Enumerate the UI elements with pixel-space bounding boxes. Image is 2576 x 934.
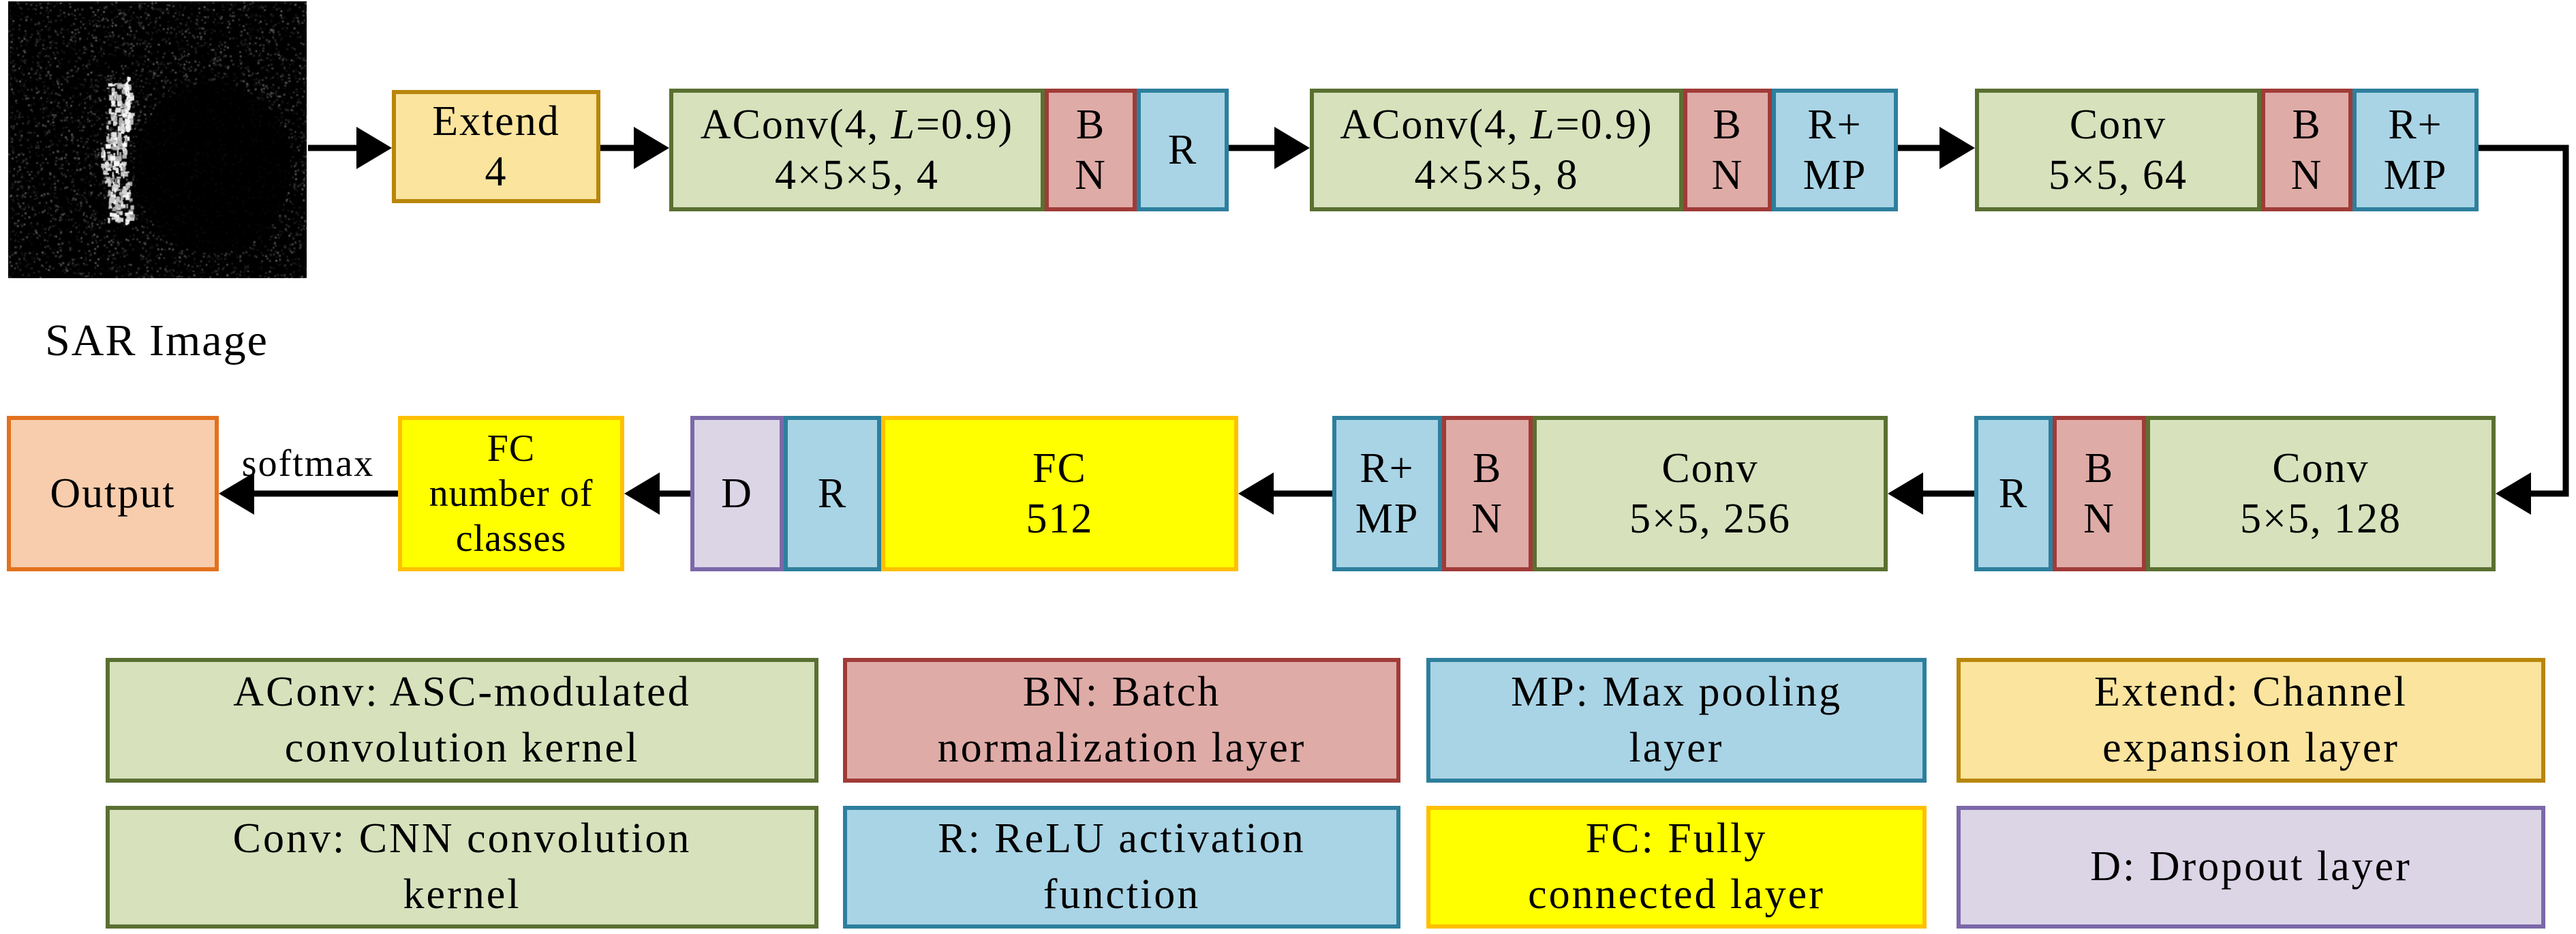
- fc-classes-line2: number of: [429, 472, 594, 515]
- legend-conv: Conv: CNN convolution kernel: [106, 806, 818, 929]
- aconv2-block: AConv(4, L=0.9) 4×5×5, 8: [1310, 89, 1683, 211]
- bn5-line2: N: [1471, 496, 1503, 542]
- legend-conv-line1: Conv: CNN convolution: [232, 815, 692, 862]
- relu-maxpool-block-3: R+ MP: [1332, 416, 1442, 571]
- bn3-line1: B: [2292, 101, 2322, 148]
- bn-block-1: B N: [1045, 89, 1137, 211]
- bn2-line2: N: [1711, 152, 1744, 198]
- legend-relu: R: ReLU activation function: [843, 806, 1400, 929]
- legend-bn: BN: Batch normalization layer: [843, 658, 1400, 783]
- dropout-block: D: [690, 416, 784, 571]
- relu1-label: R: [1167, 126, 1198, 173]
- output-block: Output: [7, 416, 219, 571]
- legend-fc: FC: Fully connected layer: [1426, 806, 1927, 929]
- arrowhead-fc512-to-fcclasses: [624, 472, 660, 515]
- aconv1-line1: AConv(4, L=0.9): [700, 101, 1014, 148]
- conv64-line2: 5×5, 64: [2049, 152, 2188, 198]
- bn4-line2: N: [2083, 496, 2115, 542]
- fc512-line2: 512: [1026, 496, 1094, 542]
- extend-line2: 4: [485, 149, 508, 195]
- conv64-block: Conv 5×5, 64: [1975, 89, 2261, 211]
- sar-image: [8, 1, 307, 278]
- legend-extend: Extend: Channel expansion layer: [1957, 658, 2545, 783]
- legend-relu-line1: R: ReLU activation: [938, 815, 1306, 862]
- legend-mp: MP: Max pooling layer: [1426, 658, 1927, 783]
- legend-dropout: D: Dropout layer: [1957, 806, 2545, 929]
- rmp3-line2: MP: [1355, 496, 1420, 542]
- legend-extend-line1: Extend: Channel: [2094, 668, 2408, 715]
- arrowhead-sar-to-extend: [356, 127, 392, 169]
- aconv2-line1: AConv(4, L=0.9): [1340, 101, 1653, 148]
- rmp1-line1: R+: [1807, 101, 1862, 148]
- bn5-line1: B: [1472, 445, 1503, 492]
- bn-block-3: B N: [2261, 89, 2352, 211]
- rmp1-line2: MP: [1803, 152, 1867, 198]
- softmax-label: softmax: [241, 442, 375, 485]
- legend-bn-line2: normalization layer: [937, 724, 1306, 771]
- legend-aconv-line1: AConv: ASC-modulated: [233, 668, 691, 715]
- relu2-label: R: [1998, 470, 2029, 517]
- bn1-line1: B: [1075, 101, 1106, 148]
- sar-image-caption: SAR Image: [45, 316, 269, 365]
- bn-block-5: B N: [1442, 416, 1533, 571]
- rmp2-line2: MP: [2383, 152, 2448, 198]
- legend-relu-line2: function: [1043, 871, 1201, 918]
- relu-block-1: R: [1137, 89, 1229, 211]
- aconv1-line2: 4×5×5, 4: [775, 152, 939, 198]
- legend-aconv: AConv: ASC-modulated convolution kernel: [106, 658, 818, 783]
- relu-block-2: R: [1974, 416, 2053, 571]
- fc-classes-block: FC number of classes: [398, 416, 624, 571]
- conv128-line1: Conv: [2272, 445, 2370, 492]
- relu-maxpool-block-1: R+ MP: [1772, 89, 1898, 211]
- bn-block-4: B N: [2053, 416, 2146, 571]
- fc-classes-line3: classes: [455, 517, 567, 560]
- legend-mp-line1: MP: Max pooling: [1511, 668, 1842, 715]
- arrowhead-conv64-to-conv128: [2496, 472, 2531, 515]
- legend-fc-line1: FC: Fully: [1585, 815, 1768, 862]
- arrowhead-extend-to-aconv1: [634, 127, 669, 169]
- relu-block-3: R: [784, 416, 881, 571]
- legend-extend-line2: expansion layer: [2102, 724, 2399, 771]
- bn1-line2: N: [1075, 152, 1107, 198]
- arrowhead-conv256-to-fc512: [1238, 472, 1274, 515]
- bn4-line1: B: [2084, 445, 2115, 492]
- rmp2-line1: R+: [2388, 101, 2443, 148]
- legend-fc-line2: connected layer: [1528, 871, 1825, 918]
- conv256-line1: Conv: [1661, 445, 1759, 492]
- arrowhead-conv128-to-conv256: [1888, 472, 1923, 515]
- arrowhead-aconv1-to-aconv2: [1274, 127, 1310, 169]
- legend-dropout-line1: D: Dropout layer: [2090, 843, 2412, 890]
- legend-conv-line2: kernel: [403, 871, 521, 918]
- conv64-line1: Conv: [2069, 101, 2167, 148]
- dropout-label: D: [721, 470, 753, 517]
- relu3-label: R: [817, 470, 848, 517]
- conv128-line2: 5×5, 128: [2240, 496, 2402, 542]
- aconv1-block: AConv(4, L=0.9) 4×5×5, 4: [669, 89, 1045, 211]
- bn2-line1: B: [1713, 101, 1743, 148]
- bn3-line2: N: [2290, 152, 2323, 198]
- output-label: Output: [50, 470, 176, 517]
- legend-bn-line1: BN: Batch: [1022, 668, 1221, 715]
- relu-maxpool-block-2: R+ MP: [2352, 89, 2479, 211]
- legend-mp-line2: layer: [1629, 724, 1724, 771]
- conv256-line2: 5×5, 256: [1629, 496, 1791, 542]
- fc512-line1: FC: [1032, 445, 1087, 492]
- rmp3-line1: R+: [1360, 445, 1415, 492]
- extend-block: Extend 4: [392, 90, 600, 203]
- fc512-block: FC 512: [881, 416, 1238, 571]
- conv128-block: Conv 5×5, 128: [2146, 416, 2496, 571]
- aconv2-line2: 4×5×5, 8: [1414, 152, 1579, 198]
- bn-block-2: B N: [1683, 89, 1772, 211]
- conv256-block: Conv 5×5, 256: [1533, 416, 1888, 571]
- fc-classes-line1: FC: [487, 427, 536, 470]
- arrowhead-aconv2-to-conv64: [1939, 127, 1975, 169]
- extend-line1: Extend: [432, 97, 560, 145]
- legend-aconv-line2: convolution kernel: [284, 724, 640, 771]
